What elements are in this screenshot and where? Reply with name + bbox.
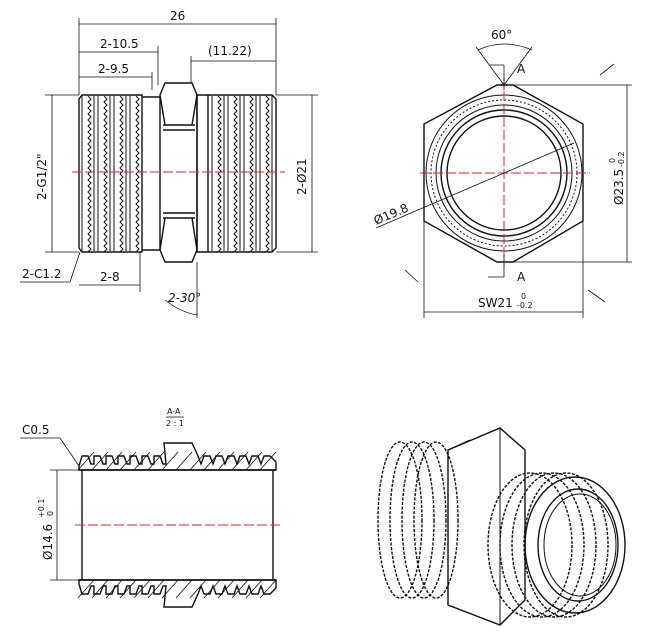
hatch-line <box>245 579 263 599</box>
section-mark-bottom: A <box>517 270 526 284</box>
thread-root <box>243 96 257 251</box>
thread-root <box>211 96 225 251</box>
dim-chamfer: C0.5 <box>22 423 49 437</box>
thread-crest <box>119 95 124 253</box>
hatch-line <box>147 451 165 471</box>
knurl-ring-left <box>377 441 423 599</box>
knurl-ring-right <box>511 472 597 618</box>
dim-hex-to-end: (11.22) <box>208 44 252 58</box>
thread-crest <box>103 95 108 253</box>
thread-root <box>227 96 241 251</box>
dim-chamfer: 2-C1.2 <box>22 267 61 281</box>
section-mark-top: A <box>517 62 526 76</box>
svg-text:+0.1: +0.1 <box>37 499 46 518</box>
svg-text:SW21: SW21 <box>478 296 513 310</box>
thread-crest <box>217 95 222 253</box>
thread-crest <box>87 95 92 253</box>
thread-crest <box>233 95 238 253</box>
hatch-line <box>175 579 193 599</box>
hex-edges <box>447 428 501 625</box>
section-title: A-A <box>167 407 181 416</box>
dim-usable-length: 2-9.5 <box>98 62 129 76</box>
right-thread-body <box>196 94 277 253</box>
svg-text:0: 0 <box>608 158 617 163</box>
dim-hex-angle: 2-30° <box>168 291 201 305</box>
dim-full-thread: 2-8 <box>100 270 120 284</box>
dimension-lines <box>375 43 632 318</box>
neck <box>142 96 160 251</box>
section-bottom-wall <box>78 579 277 608</box>
isometric-render <box>377 427 626 626</box>
hatch-line <box>119 579 137 599</box>
dim-outer-diameter: 2-Ø21 <box>295 158 309 195</box>
dim-across-corners: Ø23.5 0 -0.2 <box>608 151 626 205</box>
hatch-line <box>119 451 137 471</box>
hatch-line <box>91 579 109 599</box>
hatch-line <box>189 451 207 471</box>
svg-text:Ø23.5: Ø23.5 <box>612 169 626 205</box>
hatch-line <box>91 451 109 471</box>
hatch-line <box>161 579 179 599</box>
bore <box>79 469 276 581</box>
left-thread-body <box>78 94 143 253</box>
hatch-line <box>231 579 249 599</box>
thread-root <box>259 96 273 251</box>
section-top-wall <box>78 442 277 471</box>
inner-bore <box>543 493 617 597</box>
dim-wrench-size: SW21 0 -0.2 <box>478 292 533 310</box>
hatch-line <box>175 451 193 471</box>
dim-thread-length: 2-10.5 <box>100 37 139 51</box>
thread-root <box>81 96 95 251</box>
svg-text:0: 0 <box>521 292 526 301</box>
knurl-ring-left <box>413 441 459 599</box>
dimension-lines <box>20 437 80 581</box>
hatch-line <box>189 579 207 599</box>
hatch-line <box>259 451 277 471</box>
knurl-ring-left <box>389 441 435 599</box>
dim-bore: Ø14.6 +0.1 0 <box>37 499 55 560</box>
svg-text:-0.2: -0.2 <box>617 151 626 167</box>
hatch-line <box>231 451 249 471</box>
dim-angle: 60° <box>491 28 512 42</box>
hex-nut <box>159 82 198 263</box>
hatch-line <box>77 451 95 471</box>
hatch-line <box>161 451 179 471</box>
thread-knurl <box>81 95 273 253</box>
knurl-ring-right <box>487 472 573 618</box>
dimension-lines <box>20 18 318 318</box>
front-view: 26 2-10.5 2-9.5 (11.22) 2-G1/2" 2-Ø21 2-… <box>20 9 318 318</box>
svg-text:Ø14.6: Ø14.6 <box>41 524 55 560</box>
thread-root <box>113 96 127 251</box>
svg-text:-0.2: -0.2 <box>517 301 533 310</box>
thread-crest <box>135 95 140 253</box>
section-hatch <box>77 451 277 599</box>
dim-overall-length: 26 <box>170 9 185 23</box>
dim-thread-diameter: Ø19.8 <box>372 201 411 228</box>
svg-text:0: 0 <box>46 511 55 516</box>
dim-thread-spec: 2-G1/2" <box>35 153 49 200</box>
thread-crest <box>249 95 254 253</box>
front-bore <box>537 488 619 602</box>
thread-root <box>97 96 111 251</box>
hatch-line <box>147 579 165 599</box>
hatch-line <box>77 579 95 599</box>
section-scale: 2 : 1 <box>166 419 184 428</box>
end-view: 60° A A Ø23.5 0 -0.2 Ø19.8 SW21 0 -0.2 <box>372 28 632 318</box>
front-face <box>524 476 626 614</box>
thread-crest <box>265 95 270 253</box>
knurled-rings <box>377 441 609 618</box>
knurl-ring-right <box>523 472 609 618</box>
knurl-ring-left <box>401 441 447 599</box>
section-view: C0.5 Ø14.6 +0.1 0 A-A 2 : 1 <box>20 407 282 608</box>
hatch-line <box>245 451 263 471</box>
hatch-line <box>259 579 277 599</box>
